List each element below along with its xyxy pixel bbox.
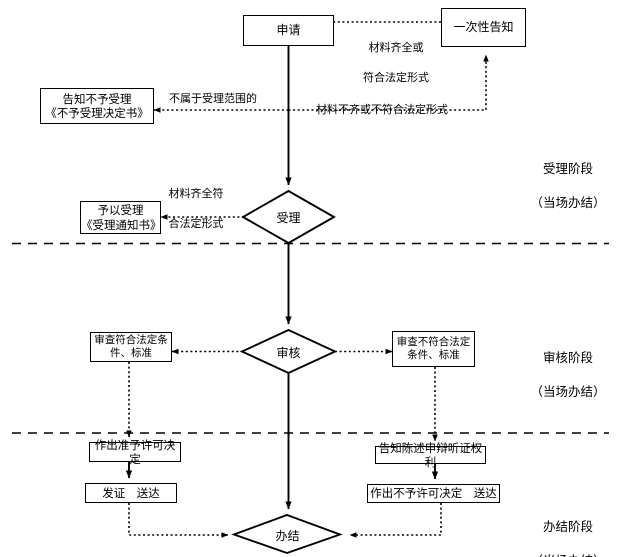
node-apply-label: 申请 bbox=[276, 23, 301, 37]
node-review-pass-line1: 审查符合法定条 bbox=[94, 333, 168, 346]
stage-label-acceptance-note: （当场办结） bbox=[530, 194, 606, 210]
stage-label-acceptance-name: 受理阶段 bbox=[542, 160, 593, 176]
node-grant-decision-label: 作出准予许可决定 bbox=[94, 437, 176, 466]
acceptance-diamond-shape bbox=[241, 189, 336, 245]
review-diamond-shape bbox=[239, 328, 338, 375]
edge-label-materials-complete-legal-line2: 合法定形式 bbox=[168, 216, 224, 230]
node-review[interactable]: 审核 bbox=[258, 344, 319, 361]
stage-label-complete-note: （当场办结） bbox=[519, 553, 617, 557]
node-review-pass[interactable]: 审查符合法定条 件、标准 bbox=[90, 332, 172, 362]
stage-label-acceptance: 受理阶段 （当场办结） bbox=[519, 144, 617, 228]
node-grant-decision[interactable]: 作出准予许可决定 bbox=[89, 438, 181, 466]
node-reject-notice-line2: 《不予受理决定书》 bbox=[45, 106, 149, 120]
node-review-pass-line2: 件、标准 bbox=[110, 347, 152, 359]
node-review-fail-line2: 条件、标准 bbox=[407, 349, 460, 361]
node-review-fail-line1: 审查不符合法定 bbox=[396, 335, 471, 348]
edge-label-not-in-scope-text: 不属于受理范围的 bbox=[169, 91, 257, 105]
stage-label-review: 审核阶段 （当场办结） bbox=[519, 333, 617, 417]
node-one-time-notice[interactable]: 一次性告知 bbox=[441, 8, 526, 47]
edge-label-materials-complete-or-legal-line1: 材料齐全或 bbox=[368, 40, 424, 54]
node-apply[interactable]: 申请 bbox=[243, 15, 334, 46]
node-acceptance-label: 受理 bbox=[276, 211, 301, 225]
edge-label-materials-complete-legal: 材料齐全符 合法定形式 bbox=[158, 172, 234, 246]
node-one-time-notice-label: 一次性告知 bbox=[453, 20, 514, 34]
edge-label-materials-incomplete: 材料不齐或不符合法定形式 bbox=[310, 88, 454, 133]
node-complete-label: 办结 bbox=[275, 529, 300, 543]
stage-label-review-name: 审核阶段 bbox=[542, 349, 593, 365]
node-issue-deliver-label: 发证 送达 bbox=[102, 485, 160, 500]
edge-label-materials-complete-or-legal-line2: 符合法定形式 bbox=[363, 70, 429, 84]
node-issue-deliver[interactable]: 发证 送达 bbox=[85, 483, 177, 503]
node-accept-notice-line2: 《受理通知书》 bbox=[81, 217, 162, 232]
node-complete[interactable]: 办结 bbox=[257, 527, 318, 544]
complete-diamond-shape bbox=[231, 513, 343, 555]
node-deny-decision[interactable]: 作出不予许可决定 送达 bbox=[367, 484, 500, 503]
node-notify-rights[interactable]: 告知陈述申辩听证权利 bbox=[375, 441, 486, 469]
node-review-fail[interactable]: 审查不符合法定 条件、标准 bbox=[392, 331, 475, 367]
edge-label-materials-complete-or-legal: 材料齐全或 符合法定形式 bbox=[352, 26, 440, 100]
node-notify-rights-label: 告知陈述申辩听证权利 bbox=[378, 440, 483, 469]
edge-apply-to-one-time-notice bbox=[288, 54, 489, 111]
edge-label-not-in-scope: 不属于受理范围的 bbox=[163, 77, 263, 122]
node-accept-notice[interactable]: 予以受理 《受理通知书》 bbox=[80, 201, 162, 234]
edge-label-materials-incomplete-text: 材料不齐或不符合法定形式 bbox=[316, 102, 448, 116]
node-review-label: 审核 bbox=[276, 346, 301, 360]
stage-label-complete: 办结阶段 （当场办结） bbox=[519, 502, 617, 557]
node-accept-notice-line1: 予以受理 bbox=[97, 203, 144, 218]
edge-label-materials-complete-legal-line1: 材料齐全符 bbox=[168, 186, 224, 200]
node-reject-notice-line1: 告知不予受理 bbox=[62, 91, 132, 106]
node-acceptance[interactable]: 受理 bbox=[258, 209, 319, 226]
edge-deny-to-complete bbox=[349, 503, 442, 538]
node-deny-decision-label: 作出不予许可决定 送达 bbox=[370, 486, 497, 501]
stage-label-complete-name: 办结阶段 bbox=[542, 518, 593, 534]
node-reject-notice[interactable]: 告知不予受理 《不予受理决定书》 bbox=[40, 88, 154, 124]
edge-issue-to-complete bbox=[128, 503, 229, 538]
stage-label-review-note: （当场办结） bbox=[530, 383, 606, 399]
